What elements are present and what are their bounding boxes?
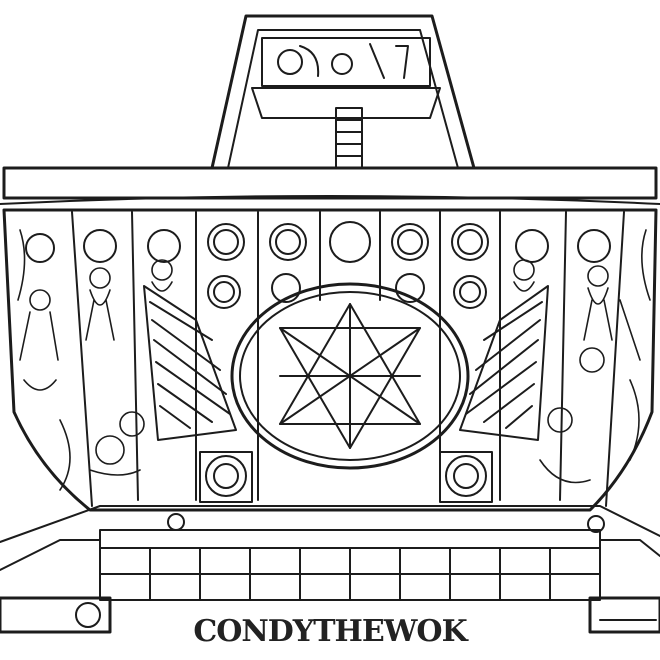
striped-wings bbox=[143, 285, 549, 441]
roof-band bbox=[0, 166, 660, 205]
hexagram-in-circle-icon bbox=[230, 282, 470, 470]
side-figures bbox=[17, 229, 651, 491]
base-platform bbox=[0, 505, 660, 634]
top-tower bbox=[210, 14, 476, 170]
caption-text: CONDYTHEWOK bbox=[193, 614, 467, 649]
hull bbox=[2, 208, 658, 512]
